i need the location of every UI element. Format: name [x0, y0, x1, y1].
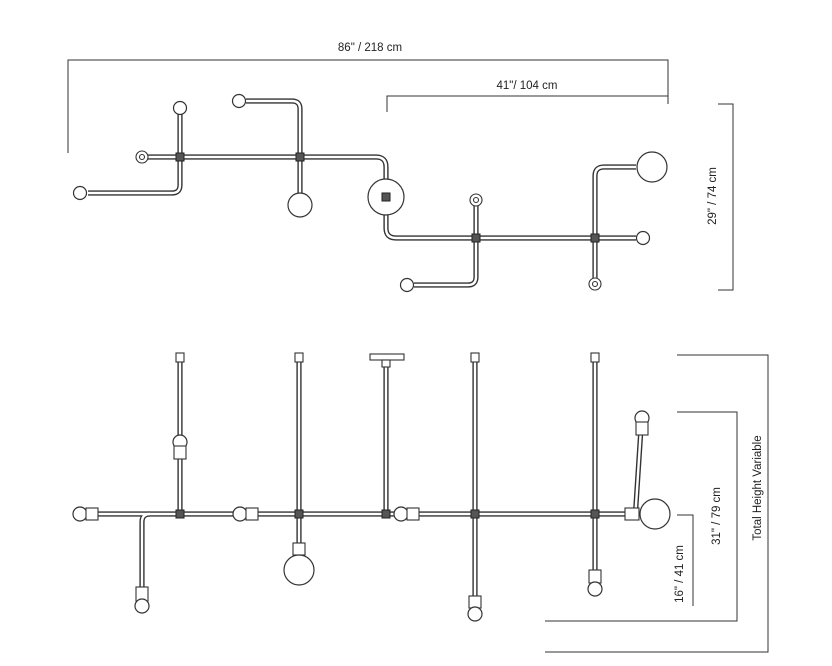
joint — [294, 509, 304, 519]
dim-line-overall-width — [67, 59, 669, 153]
front-elevation-view — [72, 352, 671, 622]
bulb-small — [72, 506, 88, 522]
canopy-plate — [369, 353, 405, 361]
dim-line-31 — [545, 411, 738, 622]
bulb-small — [231, 93, 247, 109]
bulb-small — [635, 230, 651, 246]
joint — [471, 233, 481, 243]
bulb-small — [232, 506, 248, 522]
label-depth: 29" / 74 cm — [707, 167, 719, 225]
label-total-height: Total Height Variable — [752, 435, 764, 540]
joint — [175, 152, 185, 162]
joint — [590, 233, 600, 243]
joint — [590, 509, 600, 519]
front-bulbs — [72, 410, 671, 622]
ceiling-cap — [590, 352, 600, 363]
top-branch-mid-up — [246, 98, 303, 201]
dimension-lines — [67, 59, 769, 653]
joint — [381, 192, 391, 202]
dimension-labels: 86" / 218 cm 41"/ 104 cm 29" / 74 cm Tot… — [338, 42, 764, 603]
bulb-small — [587, 581, 603, 597]
bulb-globe — [287, 192, 313, 218]
front-tubes — [88, 360, 644, 597]
top-branch-far-right — [592, 164, 636, 284]
top-bulbs — [72, 93, 668, 293]
label-overall-width: 86" / 218 cm — [338, 42, 402, 54]
dim-line-total-height — [545, 354, 769, 653]
label-height-16: 16" / 41 cm — [674, 545, 686, 603]
ceiling-cap — [294, 352, 304, 363]
dim-line-half-width — [386, 95, 669, 112]
dim-line-depth — [718, 103, 734, 291]
ceiling-cap — [470, 352, 480, 363]
front-ceiling-caps — [175, 352, 600, 368]
bulb-globe — [636, 151, 668, 183]
bulb-small — [172, 100, 188, 116]
top-view — [72, 93, 668, 293]
top-joints — [175, 152, 600, 243]
joint — [295, 152, 305, 162]
bulb-small — [72, 185, 88, 201]
top-end-caps — [135, 150, 602, 291]
top-branch-left-up — [88, 112, 183, 196]
joint — [470, 509, 480, 519]
dim-line-16 — [677, 514, 694, 606]
bulb-small — [399, 277, 415, 293]
top-view-tubes — [88, 98, 636, 288]
joint — [175, 509, 185, 519]
joint — [381, 509, 391, 519]
top-branch-right — [414, 200, 479, 288]
bulb-small — [467, 606, 483, 622]
bulb-globe — [283, 554, 315, 586]
bulb-small — [134, 598, 150, 614]
ceiling-cap — [175, 352, 185, 363]
label-height-31: 31" / 79 cm — [711, 487, 723, 545]
label-half-width: 41"/ 104 cm — [497, 80, 558, 92]
bulb-small — [393, 506, 409, 522]
bulb-globe — [639, 498, 671, 530]
